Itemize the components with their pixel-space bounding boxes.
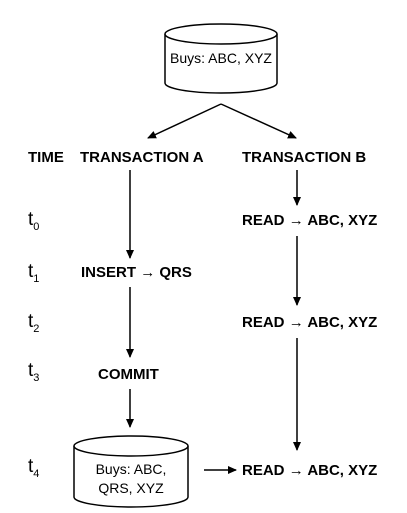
time-label-4: t4 — [28, 456, 39, 480]
b-read-step-1: READ → ABC, XYZ — [242, 314, 377, 331]
time-label-1: t1 — [28, 261, 39, 285]
b-read-step-0: READ → ABC, XYZ — [242, 212, 377, 229]
transaction-a-header: TRANSACTION A — [80, 149, 204, 166]
arrow-to-transaction-b — [220, 103, 297, 139]
svg-text:t3: t3 — [28, 360, 39, 384]
top-database-text: Buys: ABC, XYZ — [170, 50, 272, 66]
bottom-database-line1: Buys: ABC, — [96, 461, 167, 477]
arrow-to-transaction-a — [147, 103, 222, 139]
svg-text:t2: t2 — [28, 311, 39, 335]
svg-text:t1: t1 — [28, 261, 39, 285]
b-read-step-2: READ → ABC, XYZ — [242, 462, 377, 479]
svg-text:t0: t0 — [28, 209, 39, 233]
transaction-b-header: TRANSACTION B — [242, 149, 366, 166]
a-commit-step: COMMIT — [98, 366, 159, 383]
time-label-0: t0 — [28, 209, 39, 233]
time-header: TIME — [28, 149, 64, 166]
top-database-cylinder: Buys: ABC, XYZ — [164, 23, 278, 94]
bottom-database-cylinder: Buys: ABC, QRS, XYZ — [73, 435, 189, 508]
svg-text:t4: t4 — [28, 456, 39, 480]
bottom-database-line2: QRS, XYZ — [98, 480, 164, 496]
a-insert-step: INSERT → QRS — [81, 264, 192, 281]
time-label-3: t3 — [28, 360, 39, 384]
time-label-2: t2 — [28, 311, 39, 335]
